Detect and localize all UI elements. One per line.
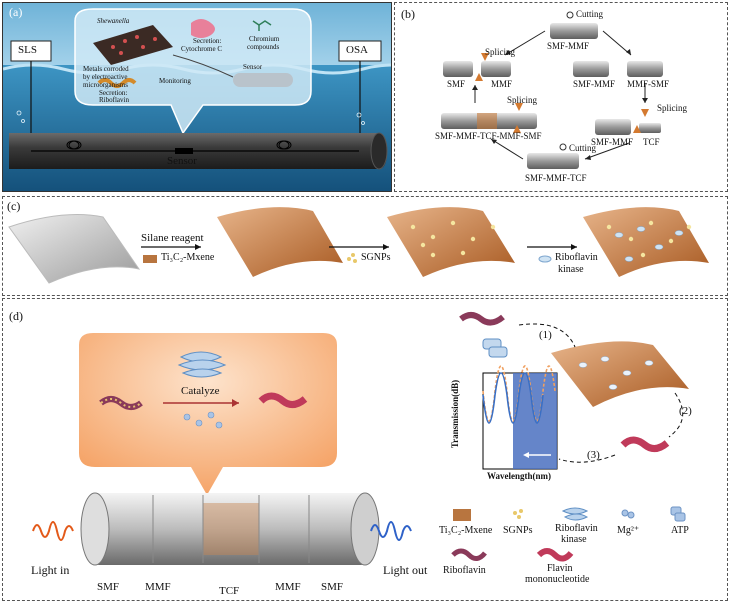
bubble-sensor-label: Sensor: [243, 63, 263, 71]
chromium-label-1: Chromium: [249, 35, 280, 43]
panel-b-label: (b): [401, 7, 415, 21]
smf-label: SMF: [447, 79, 466, 89]
legend-sgnps: SGNPs: [503, 525, 533, 536]
panel-c-illustration: [8, 207, 709, 284]
legend-fmn-1: Flavin: [547, 563, 573, 574]
legend-mg: Mg²⁺: [617, 525, 640, 536]
smf-mmf-tcf-label: SMF-MMF-TCF: [525, 173, 587, 183]
panel-d-illustration: [32, 312, 689, 566]
metals-label-2: by electroactive: [83, 73, 128, 81]
spectrum-xlabel: Wavelength(nm): [487, 471, 551, 481]
splicing-right-label: Splicing: [657, 103, 688, 113]
metals-label-3: microorganisms: [83, 81, 128, 89]
step-1-label: (1): [539, 329, 552, 341]
silane-label: Silane reagent: [141, 232, 204, 244]
panel-d: (d) Catalyze Light in Light out SMF MMF …: [2, 298, 728, 601]
sls-label: SLS: [18, 44, 37, 56]
panel-a: (a) SLS OSA Sensor Shewanella Metals cor…: [2, 2, 392, 192]
smf-mmf-lower-label: SMF-MMF: [591, 137, 634, 147]
spectrum-ylabel: Transmission(dB): [450, 379, 461, 449]
metals-label-1: Metals corroded: [83, 65, 129, 73]
panel-d-label: (d): [9, 309, 23, 323]
secretion-cyt-label-1: Secretion:: [193, 37, 222, 45]
mmf-label: MMF: [491, 79, 513, 89]
smf-mmf-top-label: SMF-MMF: [547, 41, 590, 51]
light-in-label: Light in: [31, 563, 70, 577]
secretion-rib-label-1: Secretion:: [99, 89, 128, 97]
legend-riboflavin-kinase-2: kinase: [561, 534, 587, 545]
mmf-smf-label: MMF-SMF: [627, 79, 670, 89]
sgnps-label: SGNPs: [361, 252, 391, 263]
legend-riboflavin-kinase-1: Riboflavin: [555, 523, 598, 534]
step-3-label: (3): [587, 449, 600, 461]
panel-b: (b) Cutting SMF-MMF Splicing SMF MMF SMF…: [394, 2, 728, 192]
monitoring-label: Monitoring: [159, 77, 191, 85]
tcf-label: TCF: [643, 137, 660, 147]
panel-c-label: (c): [7, 199, 21, 213]
cutting-bottom-label: Cutting: [569, 143, 597, 153]
catalyze-label: Catalyze: [181, 385, 220, 397]
sensor-label: Sensor: [167, 155, 197, 167]
legend-fmn-2: mononucleotide: [525, 574, 590, 585]
panel-a-label: (a): [9, 5, 23, 19]
smf-mmf-tcf-mmf-smf-label: SMF-MMF-TCF-MMF-SMF: [435, 131, 542, 141]
panel-b-illustration: [441, 11, 663, 169]
cutting-top-label: Cutting: [576, 9, 604, 19]
smf-mmf-right-label: SMF-MMF: [573, 79, 616, 89]
splicing-bottom-left-label: Splicing: [507, 95, 538, 105]
fiber-label-smf-left: SMF: [97, 581, 120, 593]
chromium-label-2: compounds: [247, 43, 280, 51]
legend-atp: ATP: [671, 525, 689, 536]
riboflavin-kinase-label-2: kinase: [558, 264, 584, 275]
panel-a-illustration: [3, 3, 391, 191]
fiber-label-tcf: TCF: [219, 585, 240, 597]
legend-riboflavin: Riboflavin: [443, 565, 486, 576]
fiber-label-mmf-right: MMF: [275, 581, 301, 593]
fiber-label-smf-right: SMF: [321, 581, 344, 593]
light-out-label: Light out: [383, 563, 428, 577]
secretion-rib-label-2: Riboflavin: [99, 96, 129, 104]
shewanella-label: Shewanella: [97, 17, 130, 25]
secretion-cyt-label-2: Cytochrome C: [181, 45, 223, 53]
step-2-label: (2): [679, 405, 692, 417]
splicing-left-label: Splicing: [485, 47, 516, 57]
legend-ti3c2: Ti₃C₂-Mxene: [439, 525, 493, 536]
osa-label: OSA: [346, 44, 369, 56]
fiber-label-mmf-left: MMF: [145, 581, 171, 593]
panel-c: (c) Silane reagent Ti₃C₂-Mxene SGNPs Rib…: [2, 196, 728, 296]
riboflavin-kinase-label-1: Riboflavin: [555, 252, 598, 263]
ti3c2-label: Ti₃C₂-Mxene: [161, 252, 215, 263]
